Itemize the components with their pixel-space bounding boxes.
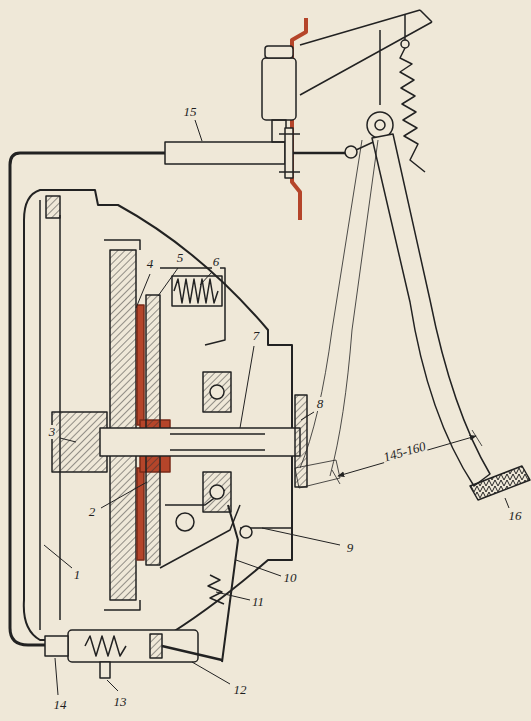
spring-cup (172, 276, 222, 306)
callout-number: 14 (53, 698, 68, 712)
slave-piston (150, 634, 162, 658)
flywheel (110, 250, 136, 600)
crankshaft-flange (52, 412, 107, 472)
callout-number: 15 (183, 105, 198, 119)
extension-lines (332, 430, 482, 484)
housing-bolt (46, 196, 60, 218)
release-lever-pin (176, 513, 194, 531)
callout-number: 6 (212, 255, 221, 269)
friction-lining (137, 468, 144, 560)
pressure-spring (174, 279, 218, 303)
callout-number: 1 (73, 568, 82, 582)
clutch-cover (160, 268, 240, 568)
callout-number: 5 (176, 251, 185, 265)
dimension-label: 145-160 (381, 439, 428, 465)
hydraulic-pipe (10, 153, 165, 645)
slave-spring (85, 636, 126, 656)
pedal-axle (375, 120, 385, 130)
bleeder-valve (100, 662, 110, 678)
slave-rod (162, 646, 222, 660)
release-fork (222, 505, 238, 662)
callout-number: 9 (346, 541, 355, 555)
reservoir (262, 58, 296, 120)
clutch-housing (24, 190, 292, 640)
return-spring (400, 48, 425, 172)
callout-number: 16 (508, 509, 523, 523)
flywheel-ring (104, 240, 140, 610)
release-bearing (203, 372, 231, 412)
master-cylinder (165, 142, 285, 164)
callout-number: 8 (316, 397, 325, 411)
callout-number: 10 (283, 571, 298, 585)
cylinder-flange (285, 128, 293, 178)
pedal-pad (470, 466, 530, 500)
bracket-frame (300, 10, 432, 105)
friction-lining (137, 305, 144, 425)
slave-cylinder (68, 630, 198, 662)
pedal-ghost (295, 140, 378, 488)
shaft-flange (295, 395, 307, 487)
clutch-pedal (372, 134, 490, 486)
reservoir-cap (265, 46, 293, 58)
clevis (345, 146, 357, 158)
shaft-spline (170, 434, 265, 450)
dimension-line (338, 436, 476, 476)
callout-number: 4 (146, 257, 155, 271)
bearing-ball (210, 485, 224, 499)
pedal-stop (401, 40, 409, 48)
callout-number: 12 (233, 683, 248, 697)
bearing-ball (210, 385, 224, 399)
callout-number: 2 (88, 505, 97, 519)
pipe-fitting (45, 636, 68, 656)
push-rod (293, 152, 345, 155)
callout-number: 13 (113, 695, 128, 709)
leader-lines (44, 120, 509, 695)
fork-spring (208, 575, 224, 604)
callout-number: 3 (48, 425, 57, 439)
reservoir-neck (272, 120, 286, 142)
callout-number: 11 (251, 595, 265, 609)
input-shaft (100, 428, 300, 456)
release-bearing (203, 472, 231, 512)
callout-number: 7 (252, 329, 261, 343)
fork-pivot-ball (240, 526, 252, 538)
